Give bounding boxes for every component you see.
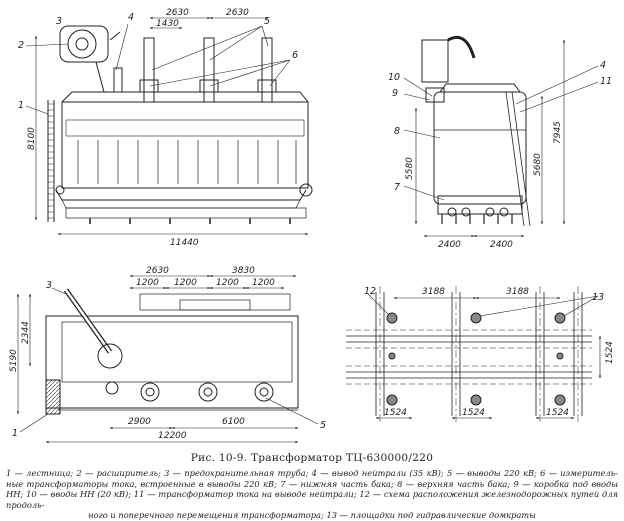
side-callout-7: 7	[394, 182, 400, 193]
legend-line: ные трансформаторы тока, встроенные в вы…	[6, 478, 618, 500]
ladder	[47, 100, 55, 222]
front-callout-4: 4	[128, 12, 134, 23]
front-dim-width: 11440	[170, 238, 199, 248]
front-dim-height: 8100	[27, 127, 37, 150]
side-dim-right-outer: 7945	[553, 121, 563, 144]
plan-dim-t3: 1200	[216, 278, 239, 288]
front-tank	[61, 101, 309, 189]
plan-dim-top-a: 2630	[146, 266, 169, 276]
rail-callout-12: 12	[364, 286, 376, 297]
side-callout-10: 10	[388, 72, 400, 83]
front-callout-2: 2	[18, 40, 24, 51]
front-dim-top-left: 2630	[166, 8, 189, 18]
neutral-bushing	[113, 67, 123, 93]
front-dim-top-inner: 1430	[156, 19, 179, 29]
transformer-drawing: 2630 2630 1430 8100 11440 1 2 3 4 5 6 55…	[9, 8, 615, 444]
bushings-220kv	[139, 37, 277, 103]
rail-dim-b3: 1524	[546, 408, 569, 418]
figure-caption: Рис. 10-9. Трансформатор ТЦ-630000/220	[190, 452, 434, 464]
front-callout-1: 1	[18, 100, 24, 111]
side-dim-right-inner: 5680	[533, 153, 543, 176]
side-dim-bottom-right: 2400	[490, 240, 513, 250]
side-callout-9: 9	[392, 88, 398, 99]
plan-dim-bottom-total: 12200	[158, 431, 187, 441]
rail-dim-top-a: 3188	[422, 287, 445, 297]
front-callout-6: 6	[292, 50, 298, 61]
rail-callout-13: 13	[592, 292, 604, 303]
front-dim-top-right: 2630	[226, 8, 249, 18]
rail-plan	[346, 286, 602, 422]
plan-dim-t1: 1200	[136, 278, 159, 288]
plan-callout-5: 5	[320, 420, 326, 431]
plan-view	[16, 274, 319, 444]
plan-dim-t2: 1200	[174, 278, 197, 288]
side-dim-left: 5580	[405, 157, 415, 180]
front-callout-5: 5	[264, 16, 270, 27]
plan-dim-left-outer: 5190	[9, 349, 19, 372]
legend-line: 1 — лестница; 2 — расширитель; 3 — предо…	[6, 468, 618, 478]
plan-dim-bottom-a: 2900	[128, 417, 151, 427]
rail-dim-b1: 1524	[384, 408, 407, 418]
plan-dim-left-inner: 2344	[21, 321, 31, 344]
rail-dim-top-b: 3188	[506, 287, 529, 297]
conservator	[59, 25, 121, 93]
rail-dim-right: 1524	[605, 341, 615, 364]
legend-line: 10 — вводы НН (20 кВ); 11 — трансформато…	[6, 489, 618, 510]
plan-callout-3: 3	[46, 280, 52, 291]
side-callout-11: 11	[600, 76, 612, 87]
side-callout-4: 4	[600, 60, 606, 71]
side-view	[403, 35, 599, 238]
figure-legend: 1 — лестница; 2 — расширитель; 3 — предо…	[6, 468, 618, 521]
rail-dim-b2: 1524	[462, 408, 485, 418]
plan-dim-bottom-b: 6100	[222, 417, 245, 427]
front-callout-3: 3	[56, 16, 62, 27]
front-view	[25, 16, 313, 236]
side-callout-8: 8	[394, 126, 400, 137]
plan-dim-top-b: 3830	[232, 266, 255, 276]
side-dim-bottom-left: 2400	[438, 240, 461, 250]
plan-dim-t4: 1200	[252, 278, 275, 288]
plan-callout-1: 1	[12, 428, 18, 439]
